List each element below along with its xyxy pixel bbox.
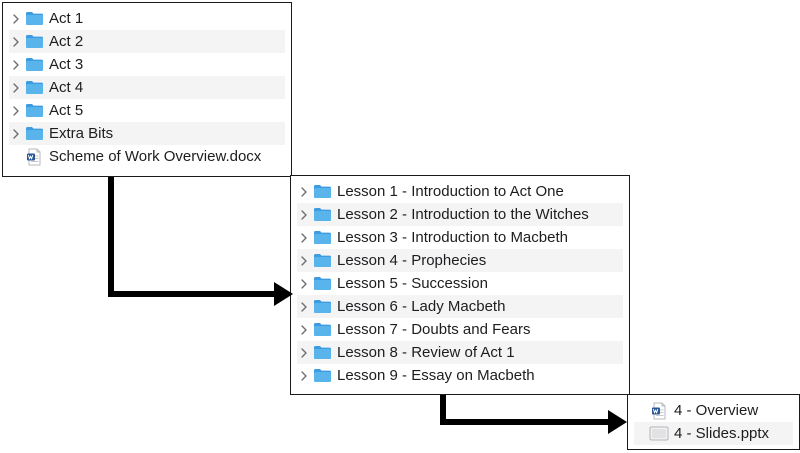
folder-icon (23, 7, 45, 30)
slides-file-icon (648, 422, 670, 445)
folder-label: Act 4 (49, 79, 84, 96)
folder-row-lesson-8[interactable]: Lesson 8 - Review of Act 1 (297, 341, 623, 364)
chevron-right-icon[interactable] (297, 341, 311, 364)
folder-icon (311, 272, 333, 295)
folder-icon (311, 249, 333, 272)
folder-label: Act 2 (49, 33, 84, 50)
folder-row-lesson-9[interactable]: Lesson 9 - Essay on Macbeth (297, 364, 623, 387)
folder-label: Lesson 4 - Prophecies (337, 252, 487, 269)
lesson-files-panel: 4 - Overview 4 - Slides.pptx (627, 394, 800, 450)
arrowhead-lessons-to-files (608, 410, 627, 434)
folder-label: Lesson 1 - Introduction to Act One (337, 183, 564, 200)
chevron-right-icon[interactable] (297, 364, 311, 387)
folder-label: Act 1 (49, 10, 84, 27)
folder-label: Act 5 (49, 102, 84, 119)
file-row-overview[interactable]: 4 - Overview (634, 399, 793, 422)
chevron-right-icon[interactable] (297, 226, 311, 249)
folder-icon (311, 364, 333, 387)
folder-label: Act 3 (49, 56, 84, 73)
folder-icon (311, 226, 333, 249)
folder-icon (23, 99, 45, 122)
file-label: Scheme of Work Overview.docx (49, 148, 262, 165)
folder-icon (311, 203, 333, 226)
folder-icon (311, 295, 333, 318)
chevron-right-icon[interactable] (9, 7, 23, 30)
folder-row-lesson-1[interactable]: Lesson 1 - Introduction to Act One (297, 180, 623, 203)
chevron-right-icon[interactable] (297, 318, 311, 341)
arrowhead-acts-to-lessons (274, 282, 293, 306)
folder-label: Extra Bits (49, 125, 114, 142)
folder-row-lesson-5[interactable]: Lesson 5 - Succession (297, 272, 623, 295)
chevron-right-icon[interactable] (297, 249, 311, 272)
folder-row-act-3[interactable]: Act 3 (9, 53, 285, 76)
folder-row-act-2[interactable]: Act 2 (9, 30, 285, 53)
folder-row-lesson-6[interactable]: Lesson 6 - Lady Macbeth (297, 295, 623, 318)
file-row-slides[interactable]: 4 - Slides.pptx (634, 422, 793, 445)
folder-row-lesson-2[interactable]: Lesson 2 - Introduction to the Witches (297, 203, 623, 226)
folder-icon (311, 180, 333, 203)
chevron-right-icon[interactable] (297, 295, 311, 318)
folder-label: Lesson 8 - Review of Act 1 (337, 344, 515, 361)
folder-icon (311, 341, 333, 364)
folder-icon (311, 318, 333, 341)
acts-folder-panel: Act 1 Act 2 Act 3 Act 4 Act 5 Extra Bits… (2, 2, 292, 177)
folder-label: Lesson 5 - Succession (337, 275, 488, 292)
chevron-right-icon[interactable] (297, 203, 311, 226)
folder-icon (23, 122, 45, 145)
chevron-right-icon[interactable] (297, 180, 311, 203)
file-row-scheme-of-work[interactable]: Scheme of Work Overview.docx (9, 145, 285, 168)
file-label: 4 - Overview (674, 402, 759, 419)
folder-row-act-4[interactable]: Act 4 (9, 76, 285, 99)
folder-row-extra-bits[interactable]: Extra Bits (9, 122, 285, 145)
chevron-right-icon[interactable] (9, 122, 23, 145)
chevron-right-icon[interactable] (9, 53, 23, 76)
chevron-right-icon[interactable] (9, 99, 23, 122)
folder-label: Lesson 3 - Introduction to Macbeth (337, 229, 568, 246)
folder-label: Lesson 6 - Lady Macbeth (337, 298, 506, 315)
folder-label: Lesson 7 - Doubts and Fears (337, 321, 531, 338)
arrow-lessons-to-files (440, 395, 610, 425)
chevron-right-icon[interactable] (9, 76, 23, 99)
folder-row-act-5[interactable]: Act 5 (9, 99, 285, 122)
folder-row-lesson-4[interactable]: Lesson 4 - Prophecies (297, 249, 623, 272)
folder-icon (23, 30, 45, 53)
folder-row-lesson-3[interactable]: Lesson 3 - Introduction to Macbeth (297, 226, 623, 249)
word-document-icon (23, 145, 45, 168)
folder-row-lesson-7[interactable]: Lesson 7 - Doubts and Fears (297, 318, 623, 341)
folder-icon (23, 76, 45, 99)
lessons-folder-panel: Lesson 1 - Introduction to Act One Lesso… (290, 175, 630, 395)
file-label: 4 - Slides.pptx (674, 425, 770, 442)
folder-icon (23, 53, 45, 76)
chevron-right-icon[interactable] (297, 272, 311, 295)
word-document-icon (648, 399, 670, 422)
folder-label: Lesson 9 - Essay on Macbeth (337, 367, 535, 384)
folder-label: Lesson 2 - Introduction to the Witches (337, 206, 589, 223)
chevron-right-icon[interactable] (9, 30, 23, 53)
folder-row-act-1[interactable]: Act 1 (9, 7, 285, 30)
arrow-acts-to-lessons (108, 177, 276, 297)
